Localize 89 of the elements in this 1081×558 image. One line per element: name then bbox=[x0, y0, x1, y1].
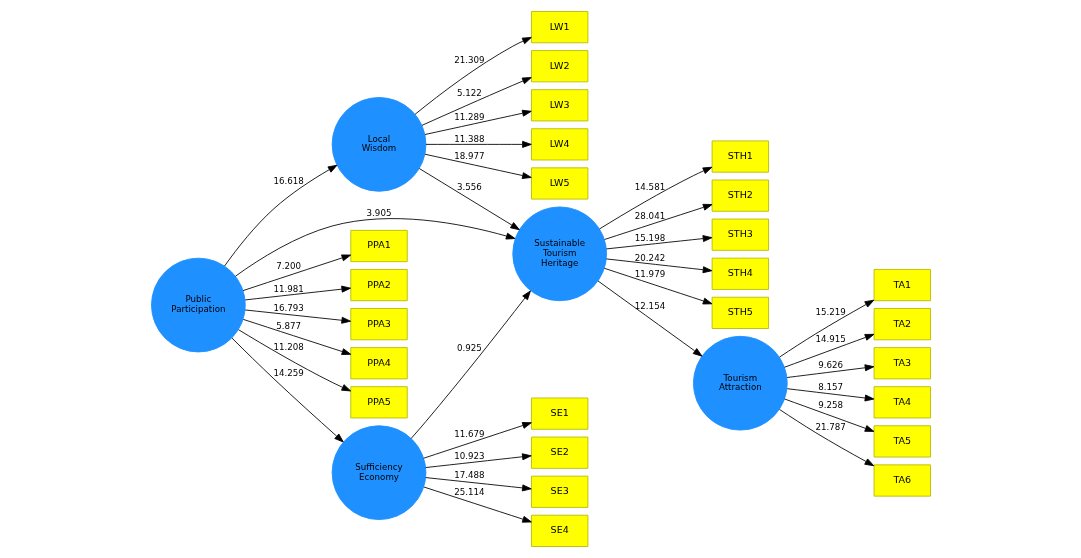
node-box: STH5 bbox=[711, 296, 769, 329]
node-box: PPA4 bbox=[349, 347, 408, 380]
edge-label: 5.877 bbox=[275, 320, 301, 331]
arrow bbox=[778, 299, 874, 358]
arrow bbox=[231, 337, 344, 443]
arrow bbox=[234, 218, 515, 277]
node-box: PPA2 bbox=[349, 269, 408, 302]
arrow bbox=[603, 267, 712, 305]
edge-label: 14.915 bbox=[814, 334, 846, 345]
node-box: PPA3 bbox=[349, 308, 408, 341]
arrow bbox=[424, 153, 532, 179]
arrow bbox=[244, 309, 351, 324]
node-box: SE4 bbox=[530, 514, 588, 547]
node-box: STH4 bbox=[711, 257, 769, 290]
node-box: LW3 bbox=[530, 89, 588, 122]
arrow bbox=[597, 280, 702, 357]
node-box: TA5 bbox=[873, 425, 931, 458]
node-box: LW1 bbox=[530, 11, 588, 44]
arrow bbox=[242, 254, 351, 292]
edge-label: 21.787 bbox=[814, 422, 846, 433]
edge-label: 15.219 bbox=[814, 306, 846, 317]
node-box: STH2 bbox=[711, 179, 769, 212]
edge-label: 11.289 bbox=[453, 112, 485, 123]
edge-label: 0.925 bbox=[456, 343, 482, 354]
arrow bbox=[410, 290, 531, 439]
edge-label: 16.618 bbox=[273, 176, 304, 187]
edge-label: 7.200 bbox=[275, 261, 301, 272]
arrow bbox=[421, 77, 532, 126]
edge-label: 14.259 bbox=[273, 368, 304, 379]
arrow bbox=[223, 164, 337, 267]
node-box: LW5 bbox=[530, 167, 588, 200]
edge-label: 20.242 bbox=[634, 252, 665, 263]
edge-label: 18.977 bbox=[453, 151, 485, 162]
arrow bbox=[603, 203, 712, 240]
edge-label: 11.979 bbox=[634, 269, 665, 280]
node-box: SE3 bbox=[530, 475, 588, 508]
arrow bbox=[237, 329, 351, 392]
arrow bbox=[424, 477, 532, 492]
edge-label: 16.793 bbox=[273, 303, 304, 314]
arrow bbox=[778, 409, 874, 467]
node-circle: Local Wisdom bbox=[331, 97, 426, 192]
node-box: STH3 bbox=[711, 218, 769, 251]
node-box: LW2 bbox=[530, 50, 588, 83]
edge-label: 11.208 bbox=[273, 342, 304, 353]
node-box: STH1 bbox=[711, 140, 769, 173]
node-box: LW4 bbox=[530, 128, 588, 161]
edge-label: 10.923 bbox=[453, 450, 485, 461]
edge-label: 5.122 bbox=[456, 87, 482, 98]
edge-label: 11.388 bbox=[453, 133, 485, 144]
node-box: TA1 bbox=[873, 269, 931, 302]
arrow bbox=[598, 166, 712, 230]
node-box: TA2 bbox=[873, 308, 931, 341]
edge-label: 9.626 bbox=[817, 360, 843, 371]
edge-label: 15.198 bbox=[634, 232, 665, 243]
arrow bbox=[418, 168, 520, 231]
node-box: TA4 bbox=[873, 386, 931, 419]
node-box: TA3 bbox=[873, 347, 931, 380]
edge-label: 17.488 bbox=[453, 469, 485, 480]
node-circle: Public Participation bbox=[150, 257, 246, 353]
arrow bbox=[414, 36, 532, 115]
node-box: TA6 bbox=[873, 464, 931, 497]
arrow bbox=[786, 388, 874, 402]
node-box: PPA5 bbox=[349, 386, 408, 419]
node-box: PPA1 bbox=[349, 229, 408, 263]
arrow bbox=[783, 398, 874, 432]
edge-label: 11.981 bbox=[273, 284, 304, 295]
edge-label: 11.679 bbox=[453, 429, 485, 440]
edge-label: 21.309 bbox=[453, 54, 485, 65]
edge-label: 3.556 bbox=[456, 182, 482, 193]
edge-label: 8.157 bbox=[817, 382, 843, 393]
arrow bbox=[422, 422, 532, 459]
arrow bbox=[424, 109, 532, 135]
arrow bbox=[786, 364, 874, 378]
arrow bbox=[783, 333, 874, 368]
node-box: SE1 bbox=[530, 397, 588, 430]
arrow bbox=[244, 285, 351, 301]
edge-label: 25.114 bbox=[453, 487, 485, 498]
node-box: SE2 bbox=[530, 436, 588, 469]
arrow bbox=[605, 258, 712, 274]
arrow bbox=[425, 140, 532, 148]
edge-label: 3.905 bbox=[366, 208, 391, 219]
arrow bbox=[242, 318, 351, 355]
arrow bbox=[424, 453, 532, 468]
edge-label: 9.258 bbox=[817, 400, 843, 411]
edge-label: 12.154 bbox=[634, 300, 665, 311]
arrow bbox=[422, 486, 532, 523]
arrow bbox=[605, 235, 712, 250]
edge-label: 28.041 bbox=[634, 211, 665, 222]
edge-label: 14.581 bbox=[634, 181, 665, 192]
